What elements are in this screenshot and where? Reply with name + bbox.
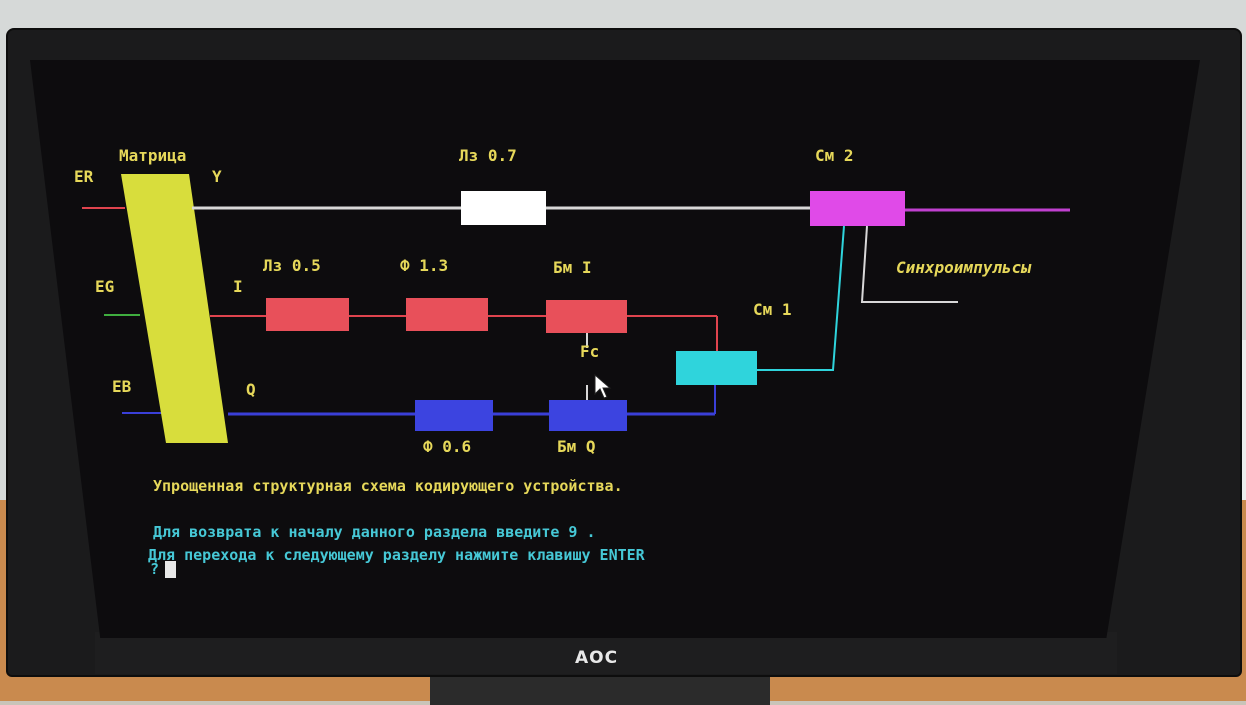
sm2-label: См 2	[815, 146, 854, 165]
matrix-label: Матрица	[119, 146, 187, 165]
lz05-block	[266, 298, 349, 331]
f06-block	[415, 400, 493, 431]
next-section-instruction: Для перехода к следующему разделу нажмит…	[148, 546, 645, 564]
lz07-label: Лз 0.7	[459, 146, 517, 165]
bm-i-block	[546, 300, 627, 333]
f13-block	[406, 298, 488, 331]
lz05-label: Лз 0.5	[263, 256, 321, 275]
q-label: Q	[246, 380, 256, 399]
eg-label: EG	[95, 277, 115, 296]
monitor-logo: AOC	[575, 648, 619, 668]
matrix-block	[121, 174, 228, 443]
fc-label: Fc	[580, 342, 600, 361]
i-label: I	[233, 277, 243, 296]
sync-pulses-line	[860, 225, 958, 303]
f13-label: Ф 1.3	[400, 256, 449, 275]
bm-q-label: Бм Q	[557, 437, 596, 456]
lz07-block	[461, 191, 546, 225]
sync-pulses-label: Синхроимпульсы	[896, 258, 1031, 277]
bm-i-label: Бм I	[553, 258, 592, 277]
er-label: ER	[74, 167, 94, 186]
diagram-caption: Упрощенная структурная схема кодирующего…	[153, 477, 623, 495]
bm-q-block	[549, 400, 627, 431]
prompt-symbol: ?	[150, 560, 160, 578]
monitor-screen	[30, 60, 1200, 638]
input-prompt[interactable]: ?	[150, 560, 177, 578]
y-label: Y	[212, 167, 222, 186]
f06-label: Ф 0.6	[423, 437, 472, 456]
sm1-label: См 1	[753, 300, 792, 319]
sm1-to-sm2-line	[757, 225, 845, 371]
mouse-pointer-icon	[594, 374, 612, 399]
text-cursor[interactable]	[165, 561, 177, 578]
return-instruction: Для возврата к началу данного раздела вв…	[153, 523, 596, 541]
sm2-block	[810, 191, 905, 226]
monitor-chin	[95, 632, 1117, 674]
sm1-block	[676, 351, 757, 385]
eb-label: EB	[112, 377, 132, 396]
